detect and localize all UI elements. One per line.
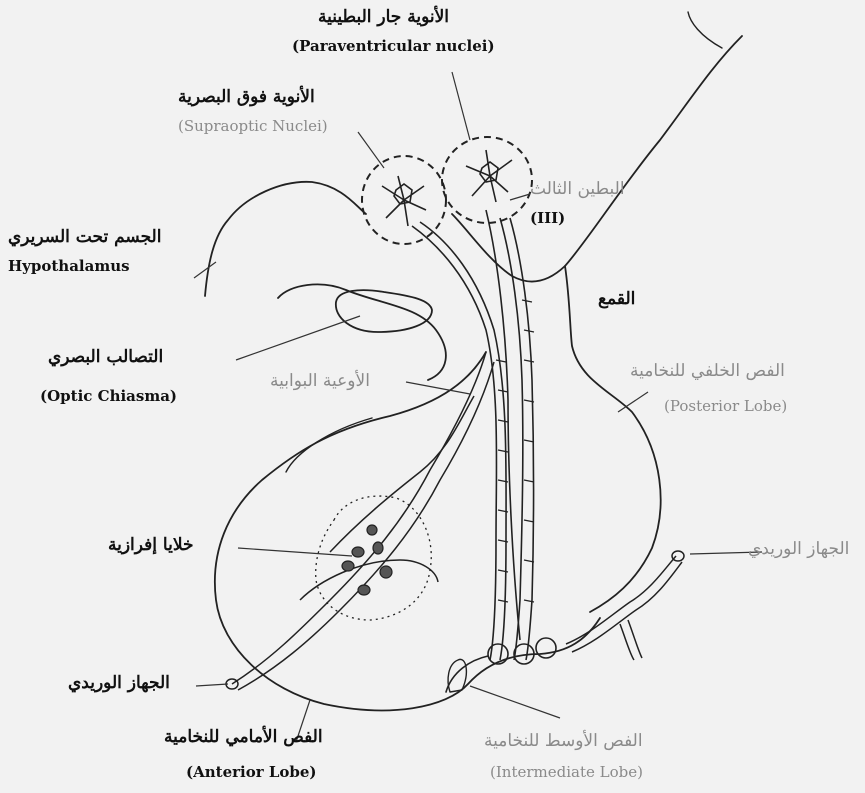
venous-left-label: الجهاز الوريدي — [68, 674, 170, 694]
leader-hypothalamus — [194, 262, 216, 278]
venous-vessel-right — [566, 556, 676, 644]
infundibulum-label: القمع — [598, 290, 635, 310]
third-ventricle-label-ar: البطين الثالث — [530, 180, 625, 200]
leader-secretory — [238, 548, 352, 556]
nerve-tract-1 — [412, 226, 497, 660]
secretory-cells-label: خلايا إفرازية — [108, 536, 194, 556]
venous-right-label: الجهاز الوريدي — [748, 540, 849, 560]
leader-portal — [406, 382, 470, 394]
supraoptic-label-en: (Supraoptic Nuclei) — [178, 118, 328, 135]
secretory-cell — [367, 525, 377, 535]
nerve-tract-3 — [486, 210, 520, 640]
leader-third-ventricle — [510, 194, 530, 200]
intermediate-lobe-label-ar: الفص الأوسط للنخامية — [484, 732, 643, 752]
portal-vessel-2 — [330, 396, 474, 552]
portal-vessels-label: الأوعية البوابية — [270, 372, 370, 392]
anterior-lobe-label-en: (Anterior Lobe) — [186, 764, 317, 781]
optic-chiasma-outline — [278, 284, 446, 380]
leader-venous-left — [196, 684, 228, 686]
posterior-lobe-label-ar: الفص الخلفي للنخامية — [630, 362, 785, 382]
hypothalamus-label-ar: الجسم تحت السريري — [8, 228, 161, 248]
third-ventricle-label-en: (III) — [530, 210, 565, 227]
secretory-cell — [342, 561, 354, 571]
leader-supraoptic — [358, 132, 384, 168]
third-ventricle-outline — [452, 36, 742, 281]
hypothalamus-outline — [205, 182, 366, 296]
secretory-cell — [358, 585, 370, 595]
optic-chiasma-body — [336, 290, 432, 332]
hypothalamus-label-en: Hypothalamus — [8, 258, 130, 275]
secretory-cell — [380, 566, 392, 578]
supraoptic-neuron — [382, 176, 426, 226]
optic-chiasma-label-en: (Optic Chiasma) — [40, 388, 177, 405]
posterior-lobe-label-en: (Posterior Lobe) — [664, 398, 787, 415]
leader-paraventricular — [452, 72, 470, 140]
supraoptic-label-ar: الأنوية فوق البصرية — [178, 88, 315, 108]
anterior-lobe-label-ar: الفص الأمامي للنخامية — [164, 728, 323, 748]
paraventricular-label-en: (Paraventricular nuclei) — [292, 38, 495, 55]
leader-optic-chiasma — [236, 316, 360, 360]
portal-vessel-1 — [232, 352, 486, 684]
secretory-cell — [352, 547, 364, 557]
leader-intermediate-lobe — [470, 686, 560, 718]
infundibulum-outline — [565, 266, 661, 612]
intermediate-lobe-label-en: (Intermediate Lobe) — [490, 764, 643, 781]
secretory-cell — [373, 542, 383, 554]
secretory-region — [316, 496, 432, 620]
paraventricular-neuron — [466, 150, 512, 202]
nerve-tract-2 — [500, 218, 523, 660]
paraventricular-label-ar: الأنوية جار البطينية — [318, 8, 449, 28]
leader-posterior-lobe — [618, 392, 648, 412]
optic-chiasma-label-ar: التصالب البصري — [48, 348, 163, 368]
